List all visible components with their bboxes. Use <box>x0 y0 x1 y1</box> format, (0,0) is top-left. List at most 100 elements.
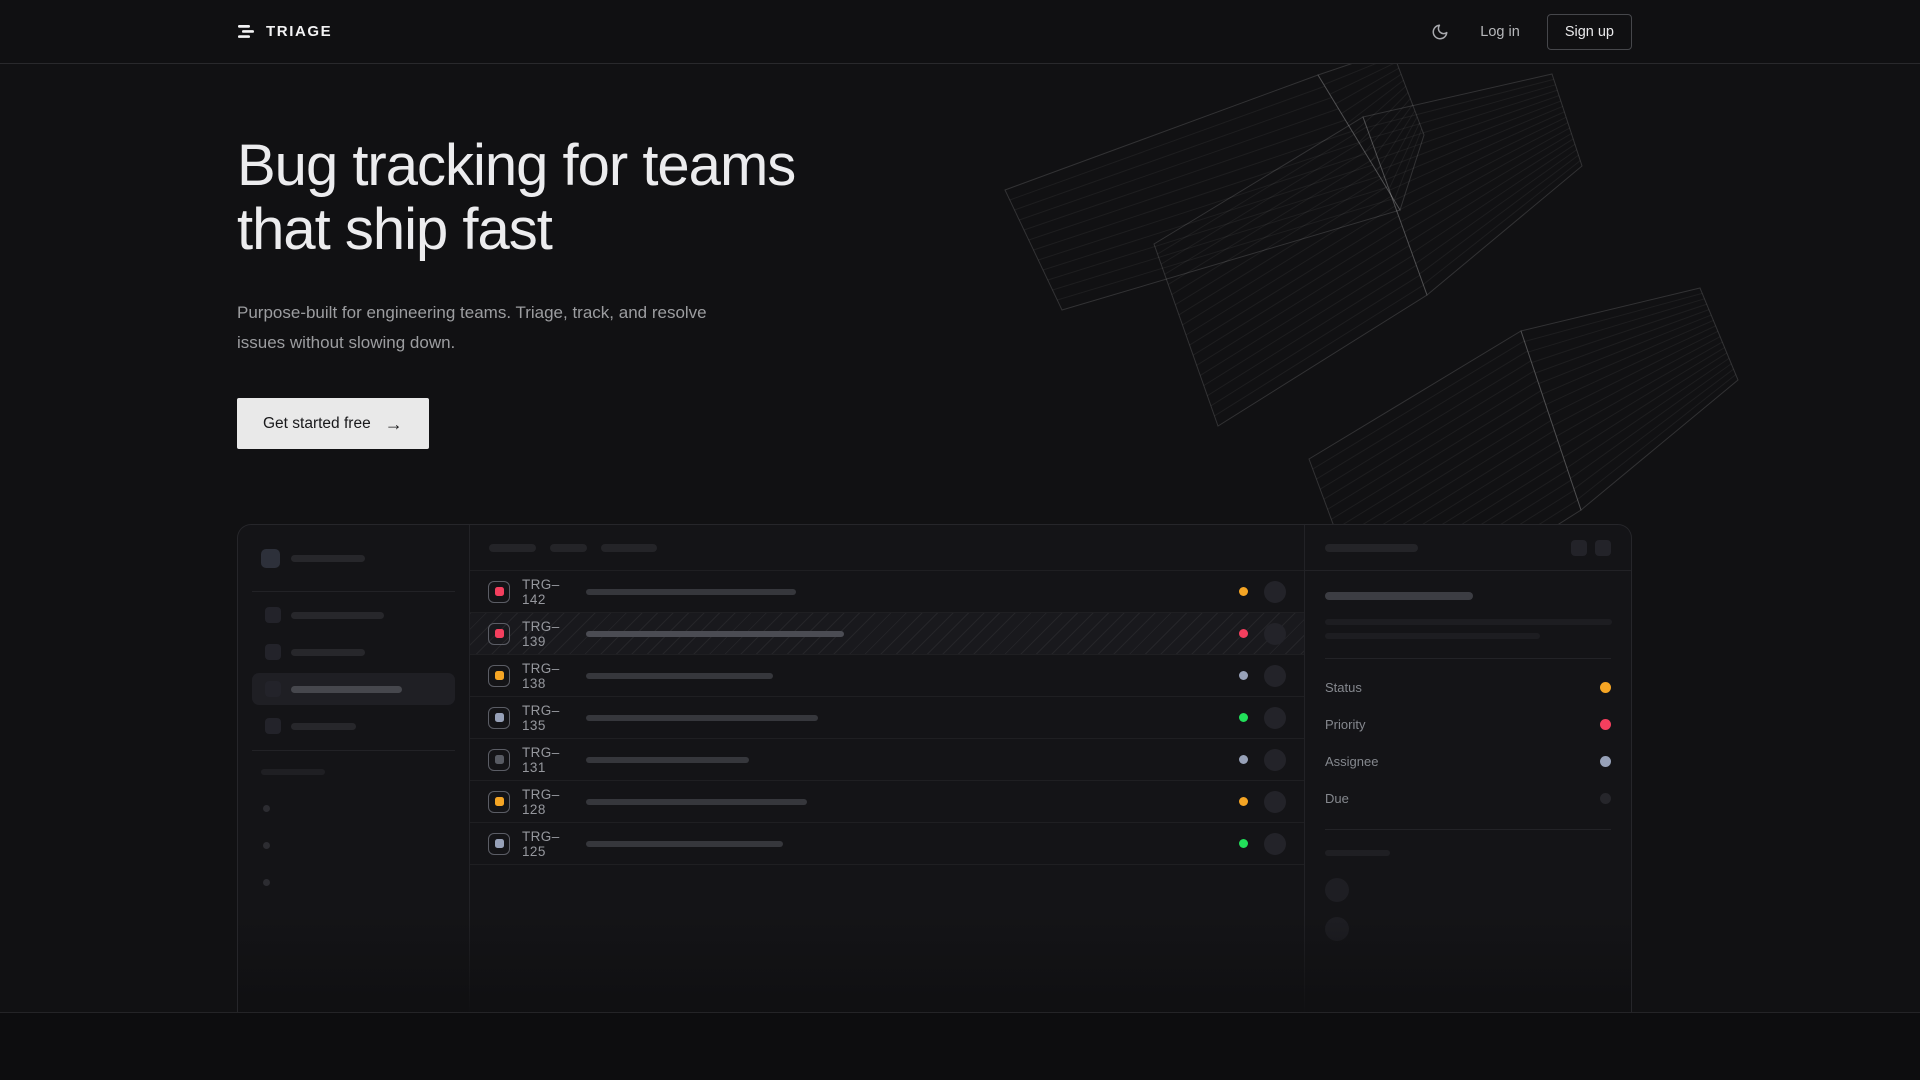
issue-status-dot <box>1239 629 1248 638</box>
sidebar-nav-item <box>252 673 455 705</box>
issue-id: TRG–128 <box>522 786 560 817</box>
sidebar-item-label-skeleton <box>291 685 402 693</box>
sidebar-nav <box>252 599 455 742</box>
app-preview-card: TRG–142 TRG–139 TRG–138 TRG–135 TRG–131 <box>237 524 1632 1012</box>
property-label: Assignee <box>1325 754 1379 769</box>
issue-type-dot <box>494 713 504 722</box>
sidebar-item-icon <box>265 718 281 734</box>
issue-type-icon <box>488 706 510 729</box>
sidebar-nav-item <box>252 599 455 631</box>
header-skeleton-pill <box>489 543 536 552</box>
sidebar-dot <box>263 805 270 812</box>
property-row: Priority <box>1325 706 1611 743</box>
issue-row: TRG–131 <box>470 739 1304 781</box>
signup-button[interactable]: Sign up <box>1546 13 1632 50</box>
issue-title-skeleton <box>586 798 807 805</box>
issue-assignee-avatar <box>1264 790 1286 813</box>
issue-type-dot <box>494 587 504 596</box>
property-value-dot <box>1600 682 1611 693</box>
workspace-switcher <box>252 549 455 568</box>
description-line-skeleton <box>1325 619 1612 625</box>
activity-avatar <box>1325 917 1349 941</box>
issue-type-dot <box>494 797 504 806</box>
issue-type-dot <box>494 671 504 680</box>
issue-status-dot <box>1239 839 1248 848</box>
property-label: Due <box>1325 791 1349 806</box>
property-row: Assignee <box>1325 743 1611 780</box>
property-value-dot <box>1600 756 1611 767</box>
issue-status-dot <box>1239 713 1248 722</box>
sidebar-section-label-skeleton <box>261 769 325 775</box>
workspace-name-skeleton <box>291 555 365 562</box>
issue-title-skeleton <box>586 714 818 721</box>
issue-type-icon <box>488 790 510 813</box>
issue-assignee-avatar <box>1264 748 1286 771</box>
issue-assignee-avatar <box>1264 664 1286 687</box>
property-rows: Status Priority Assignee Due <box>1325 669 1611 817</box>
sidebar-item-label-skeleton <box>291 722 356 730</box>
issue-list-header <box>470 525 1304 571</box>
sidebar-dot <box>263 879 270 886</box>
issue-assignee-avatar <box>1264 706 1286 729</box>
issue-type-icon <box>488 748 510 771</box>
property-value-dot <box>1600 719 1611 730</box>
detail-title-skeleton <box>1325 543 1418 552</box>
issue-type-dot <box>494 755 504 764</box>
issue-row: TRG–135 <box>470 697 1304 739</box>
sidebar-dot <box>263 842 270 849</box>
description-line-skeleton <box>1325 633 1540 639</box>
sidebar-divider <box>252 591 455 592</box>
issue-row: TRG–138 <box>470 655 1304 697</box>
activity-avatar <box>1325 878 1349 902</box>
hero-subtitle: Purpose-built for engineering teams. Tri… <box>237 303 707 352</box>
issue-id: TRG–125 <box>522 828 560 859</box>
issue-id: TRG–135 <box>522 702 560 733</box>
panel-action-icon <box>1595 539 1611 556</box>
sidebar-item-label-skeleton <box>291 648 365 656</box>
issue-id: TRG–142 <box>522 576 560 607</box>
issue-assignee-avatar <box>1264 832 1286 855</box>
issue-assignee-avatar <box>1264 580 1286 603</box>
property-value-dot <box>1600 793 1611 804</box>
issue-title-skeleton <box>586 588 796 595</box>
panel-action-icon <box>1571 539 1587 556</box>
page-title: Bug tracking for teams that ship fast <box>237 133 796 262</box>
detail-panel-header <box>1305 525 1631 571</box>
property-row: Due <box>1325 780 1611 817</box>
sidebar-nav-item <box>252 636 455 668</box>
issue-row: TRG–139 <box>470 613 1304 655</box>
issue-title-skeleton <box>586 672 773 679</box>
arrow-right-icon: → <box>384 413 403 434</box>
workspace-avatar <box>261 549 280 568</box>
issue-detail-panel: Status Priority Assignee Due <box>1305 525 1631 1012</box>
get-started-button[interactable]: Get started free → <box>237 398 429 449</box>
preview-sidebar <box>238 525 470 1012</box>
issue-status-dot <box>1239 587 1248 596</box>
property-label: Priority <box>1325 717 1366 732</box>
sidebar-item-icon <box>265 681 281 697</box>
issue-title-skeleton <box>1325 592 1473 600</box>
issue-row: TRG–142 <box>470 571 1304 613</box>
sidebar-item-icon <box>265 607 281 623</box>
issue-id: TRG–131 <box>522 744 560 775</box>
sidebar-nav-item <box>252 710 455 742</box>
theme-toggle-button[interactable] <box>1427 19 1453 45</box>
login-link[interactable]: Log in <box>1480 23 1520 40</box>
issue-id: TRG–138 <box>522 660 560 691</box>
issue-type-dot <box>494 629 504 638</box>
issue-status-dot <box>1239 671 1248 680</box>
header-skeleton-pill <box>601 543 657 552</box>
issue-row: TRG–128 <box>470 781 1304 823</box>
panel-divider <box>1325 658 1611 659</box>
issue-title-skeleton <box>586 630 844 637</box>
issue-type-icon <box>488 622 510 645</box>
header-skeleton-pill <box>550 543 587 552</box>
triage-logo-icon <box>237 24 255 39</box>
hero-section: Bug tracking for teams that ship fast Pu… <box>0 64 1920 1013</box>
navbar: TRIAGE Log in Sign up <box>0 0 1920 64</box>
sidebar-item-label-skeleton <box>291 611 384 619</box>
brand-logo[interactable]: TRIAGE <box>237 23 332 40</box>
panel-divider <box>1325 829 1611 830</box>
issue-id: TRG–139 <box>522 618 560 649</box>
issue-assignee-avatar <box>1264 622 1286 645</box>
